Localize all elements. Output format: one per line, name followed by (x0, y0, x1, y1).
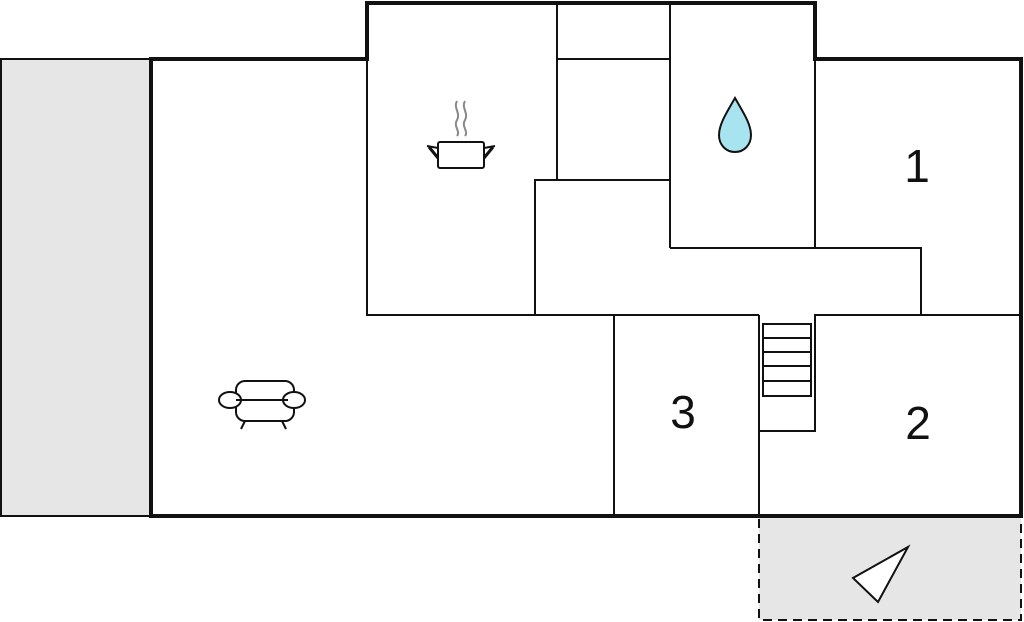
staircase-icon (762, 323, 812, 397)
outer-wall (149, 1, 1023, 518)
left-outdoor-area (0, 58, 152, 517)
sofa-icon (218, 380, 306, 430)
room-label-1: 1 (904, 140, 930, 192)
compass-arrow-icon (851, 544, 911, 604)
room-label-3: 3 (670, 386, 696, 438)
cooking-pot-icon (426, 100, 496, 169)
interior-walls (366, 3, 1021, 516)
water-drop-icon (717, 95, 753, 154)
room-label-2: 2 (905, 397, 931, 449)
